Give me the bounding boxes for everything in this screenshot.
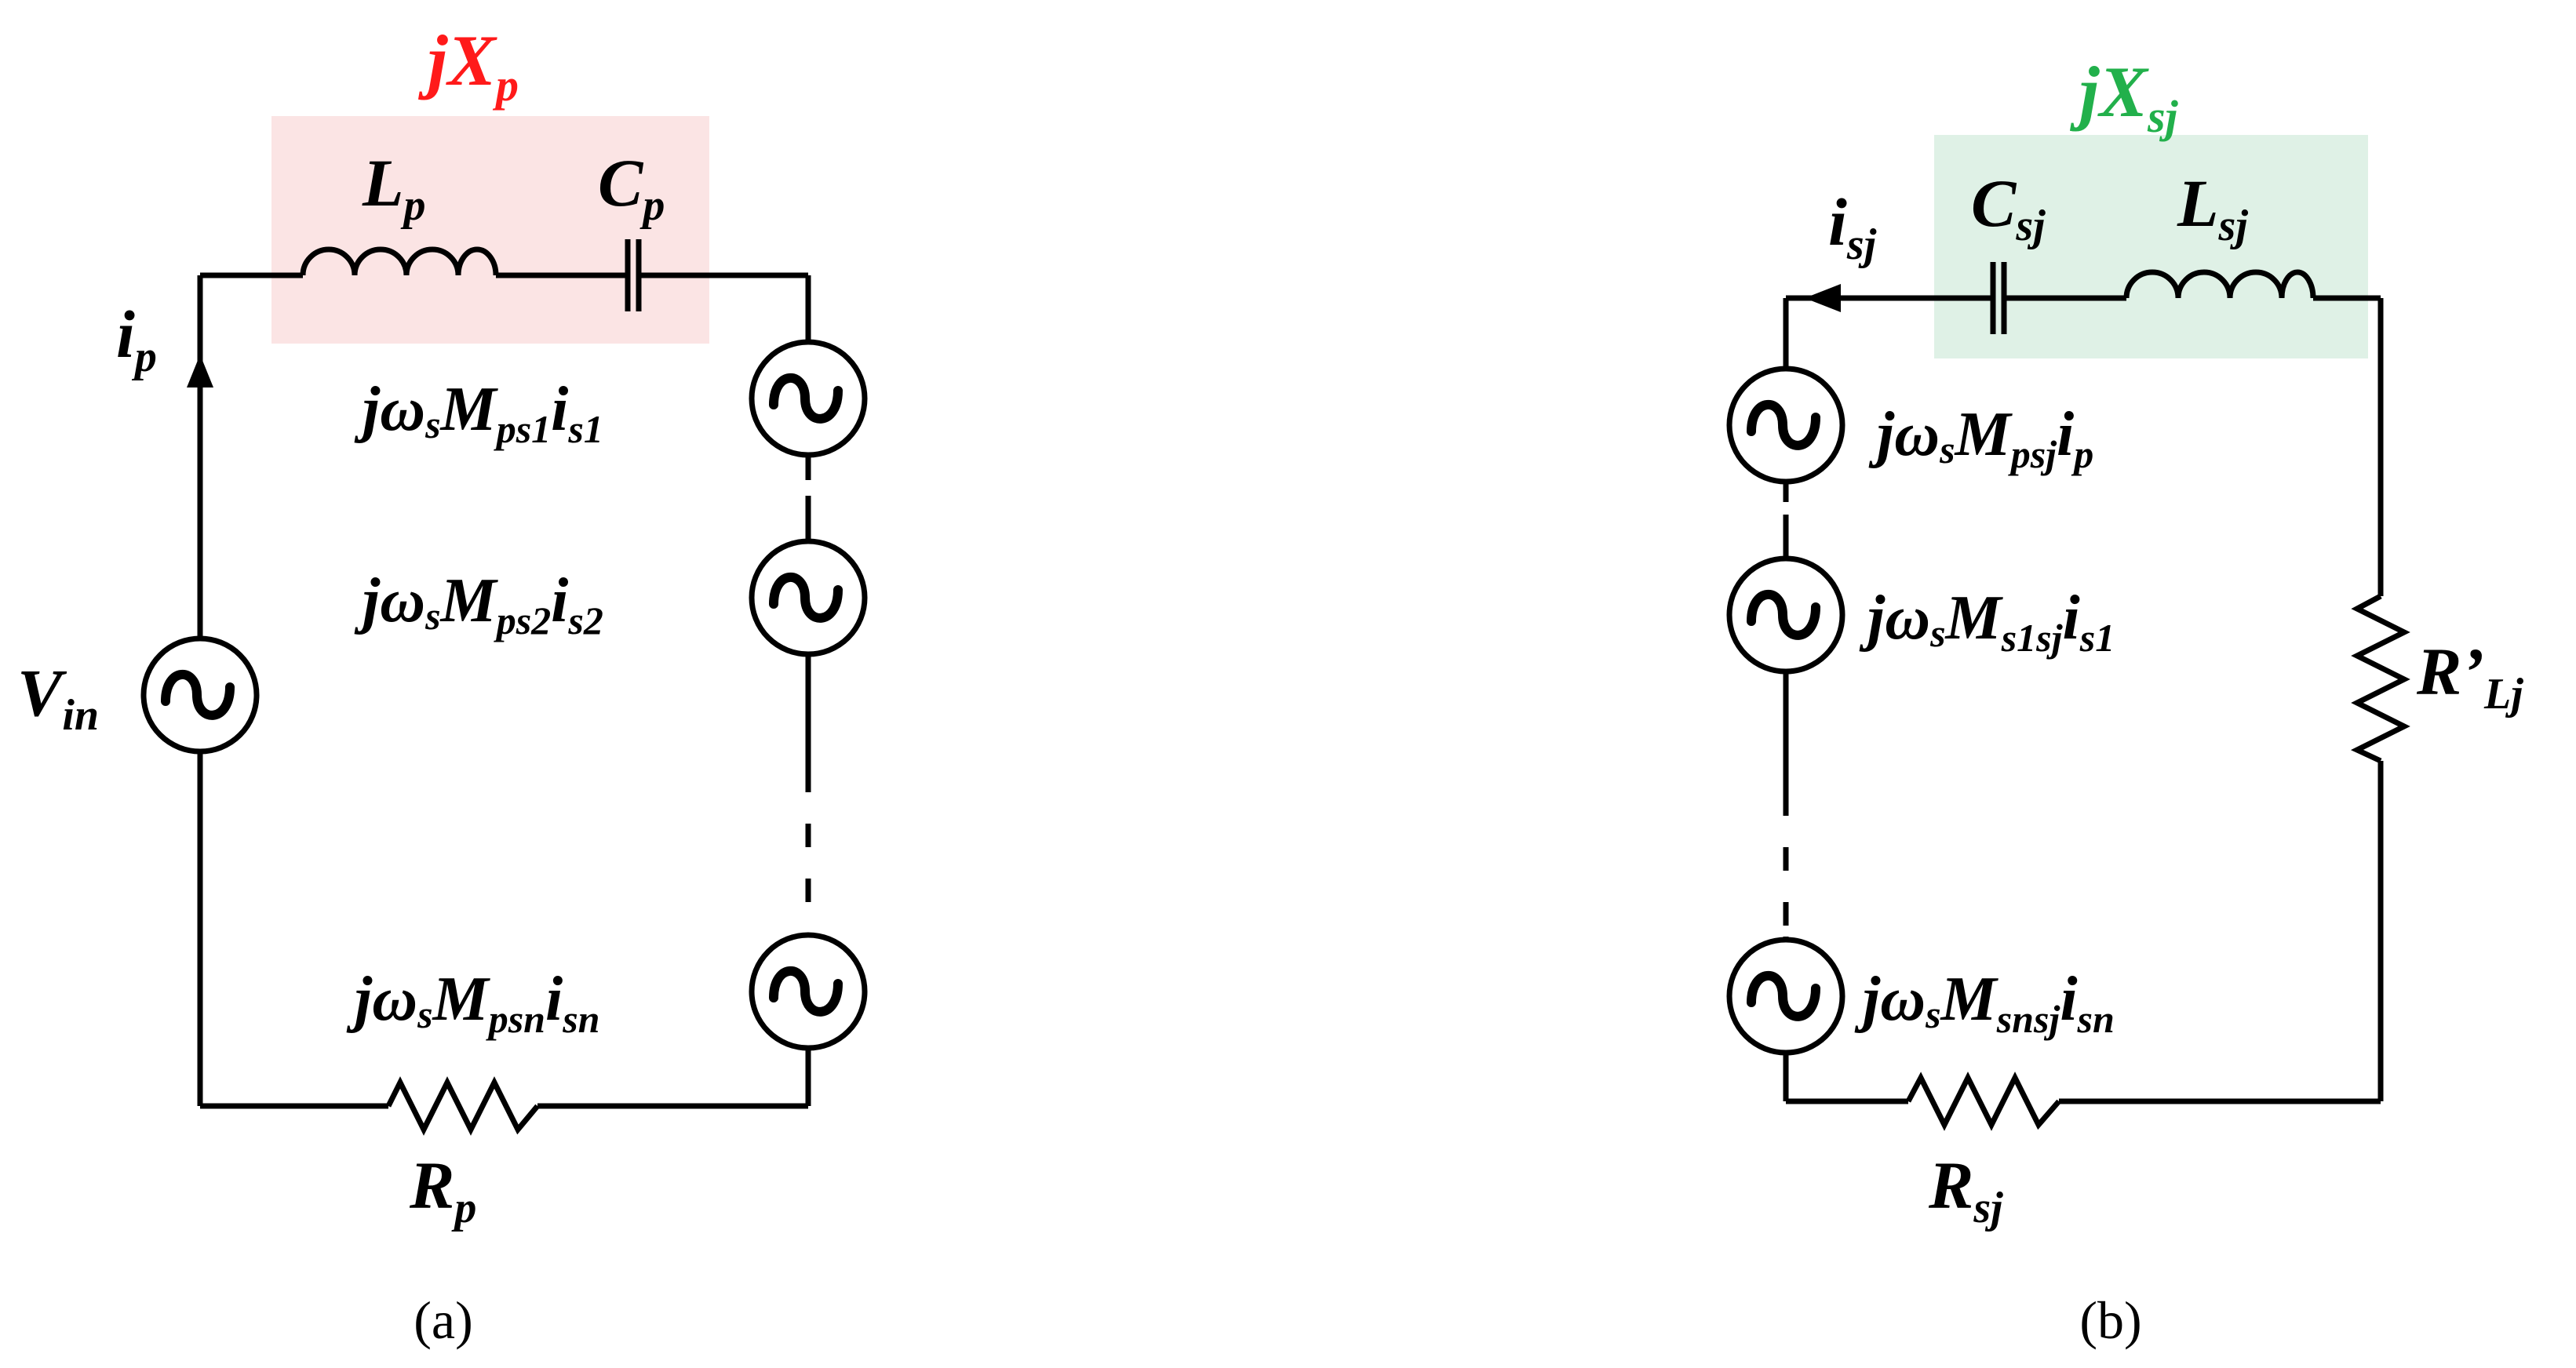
- label-isj: isj: [1828, 184, 1877, 269]
- induced-source-ps1: [752, 342, 865, 455]
- capacitor-csj: [1990, 262, 2007, 334]
- label-ip: ip: [116, 297, 157, 381]
- label-vin: Vin: [17, 655, 99, 740]
- voltage-source-vin: [144, 639, 257, 751]
- label-cp: Cp: [598, 145, 665, 230]
- label-source-ps2: jωsMps2is2: [354, 566, 603, 642]
- induced-source-snsj: [1729, 940, 1842, 1053]
- label-jxsj: jXsj: [2069, 52, 2179, 142]
- capacitor-cp: [625, 239, 642, 311]
- panel-b: jXsj Csj Lsj isj Rsj R’Lj jωsMpsjip jωsM…: [1729, 52, 2523, 1350]
- panel-a: jXp Lp Cp ip Vin Rp jωsMps1is1 jωsMps2is…: [17, 20, 865, 1350]
- label-lp: Lp: [362, 145, 426, 230]
- label-rsj: Rsj: [1928, 1148, 2003, 1232]
- panel-a-wires: [197, 272, 811, 1109]
- label-source-psn: jωsMpsnisn: [346, 965, 599, 1041]
- inductor-lsj: [2123, 269, 2316, 299]
- induced-source-psj: [1729, 369, 1842, 482]
- caption-a: (a): [414, 1290, 472, 1350]
- current-arrow-isj: [1805, 284, 1841, 312]
- label-source-snsj: jωsMsnsjisn: [1854, 965, 2115, 1041]
- label-source-s1sj: jωsMs1sjis1: [1859, 584, 2115, 660]
- label-source-ps1: jωsMps1is1: [354, 375, 603, 451]
- label-rlj: R’Lj: [2416, 634, 2523, 719]
- caption-b: (b): [2079, 1290, 2141, 1350]
- label-csj: Csj: [1971, 166, 2046, 250]
- label-jxp: jXp: [417, 20, 519, 111]
- inductor-lp: [300, 246, 499, 276]
- label-lsj: Lsj: [2177, 166, 2248, 250]
- resistor-rlj: [2350, 593, 2410, 764]
- label-rp: Rp: [409, 1148, 476, 1232]
- induced-source-ps2: [752, 541, 865, 654]
- induced-source-psn: [752, 935, 865, 1048]
- resistor-rp: [385, 1076, 540, 1136]
- induced-source-s1sj: [1729, 558, 1842, 671]
- label-source-psj: jωsMpsjip: [1868, 400, 2093, 476]
- current-arrow-ip: [187, 355, 213, 387]
- primary-reactance-box: [271, 116, 709, 344]
- resistor-rsj: [1905, 1071, 2061, 1131]
- panel-b-wires: [1783, 295, 2384, 1104]
